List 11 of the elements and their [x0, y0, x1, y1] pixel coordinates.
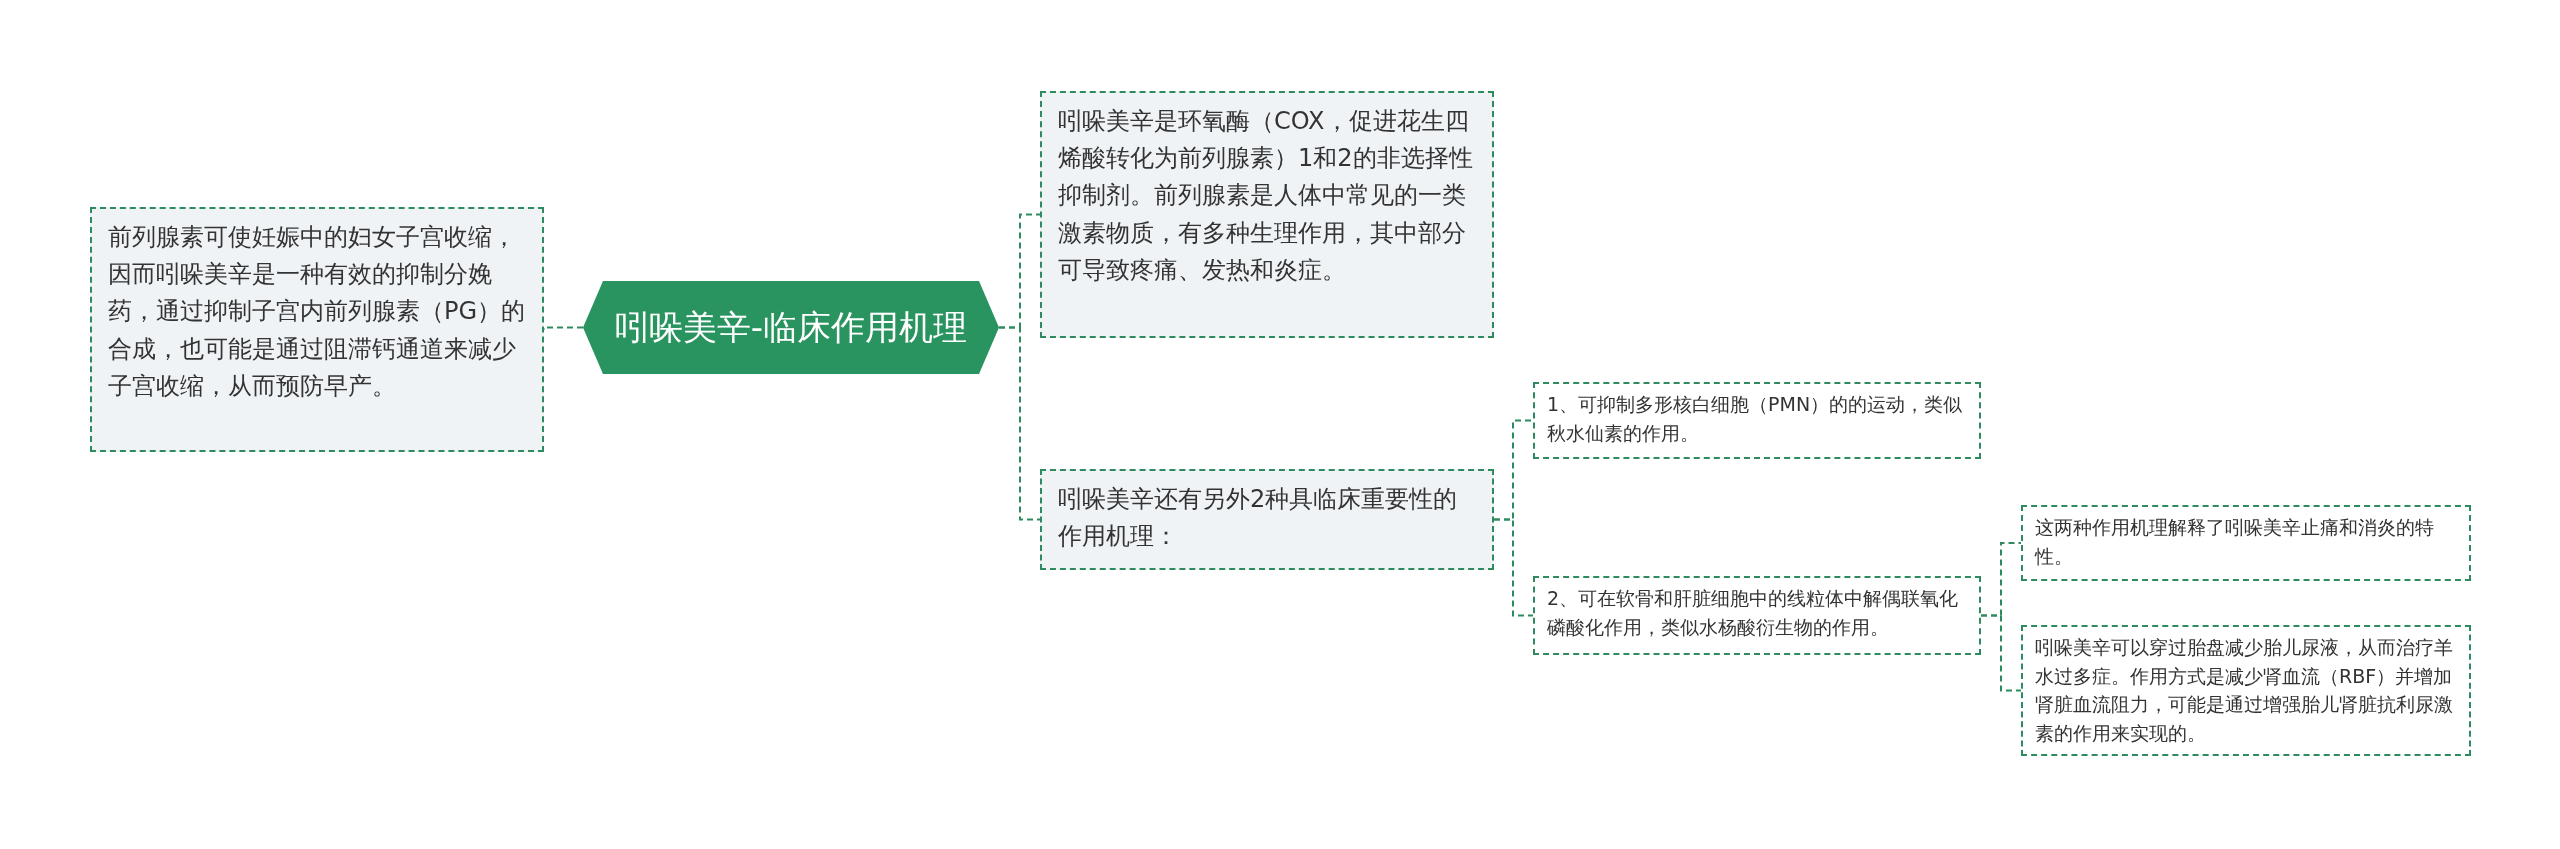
- connector-line: [998, 326, 1041, 521]
- connector-line: [1980, 614, 2022, 692]
- subtopic-box: 这两种作用机理解释了吲哚美辛止痛和消炎的特性。: [2021, 505, 2471, 581]
- topic-box: 吲哚美辛是环氧酶（COX，促进花生四烯酸转化为前列腺素）1和2的非选择性抑制剂。前列腺素是人体中常见的一类激素物质，有多种生理作用，其中部分可导致疼痛、发热和炎症。: [1040, 91, 1494, 338]
- subtopic-box: 吲哚美辛可以穿过胎盘减少胎儿尿液，从而治疗羊水过多症。作用方式是减少肾血流（RBF）并增加肾脏血流阻力，可能是通过增强胎儿肾脏抗利尿激素的作用来实现的。: [2021, 625, 2471, 756]
- connector-line: [1493, 518, 1534, 617]
- central-topic-hexagon: 吲哚美辛-临床作用机理: [583, 281, 999, 374]
- topic-box: 前列腺素可使妊娠中的妇女子宫收缩，因而吲哚美辛是一种有效的抑制分娩药，通过抑制子宫内前列腺素（PG）的合成，也可能是通过阻滞钙通道来减少子宫收缩，从而预防早产。: [90, 207, 544, 452]
- topic-box: 吲哚美辛还有另外2种具临床重要性的作用机理：: [1040, 469, 1494, 570]
- subtopic-box: 1、可抑制多形核白细胞（PMN）的的运动，类似秋水仙素的作用。: [1533, 382, 1981, 459]
- subtopic-box: 2、可在软骨和肝脏细胞中的线粒体中解偶联氧化磷酸化作用，类似水杨酸衍生物的作用。: [1533, 576, 1981, 655]
